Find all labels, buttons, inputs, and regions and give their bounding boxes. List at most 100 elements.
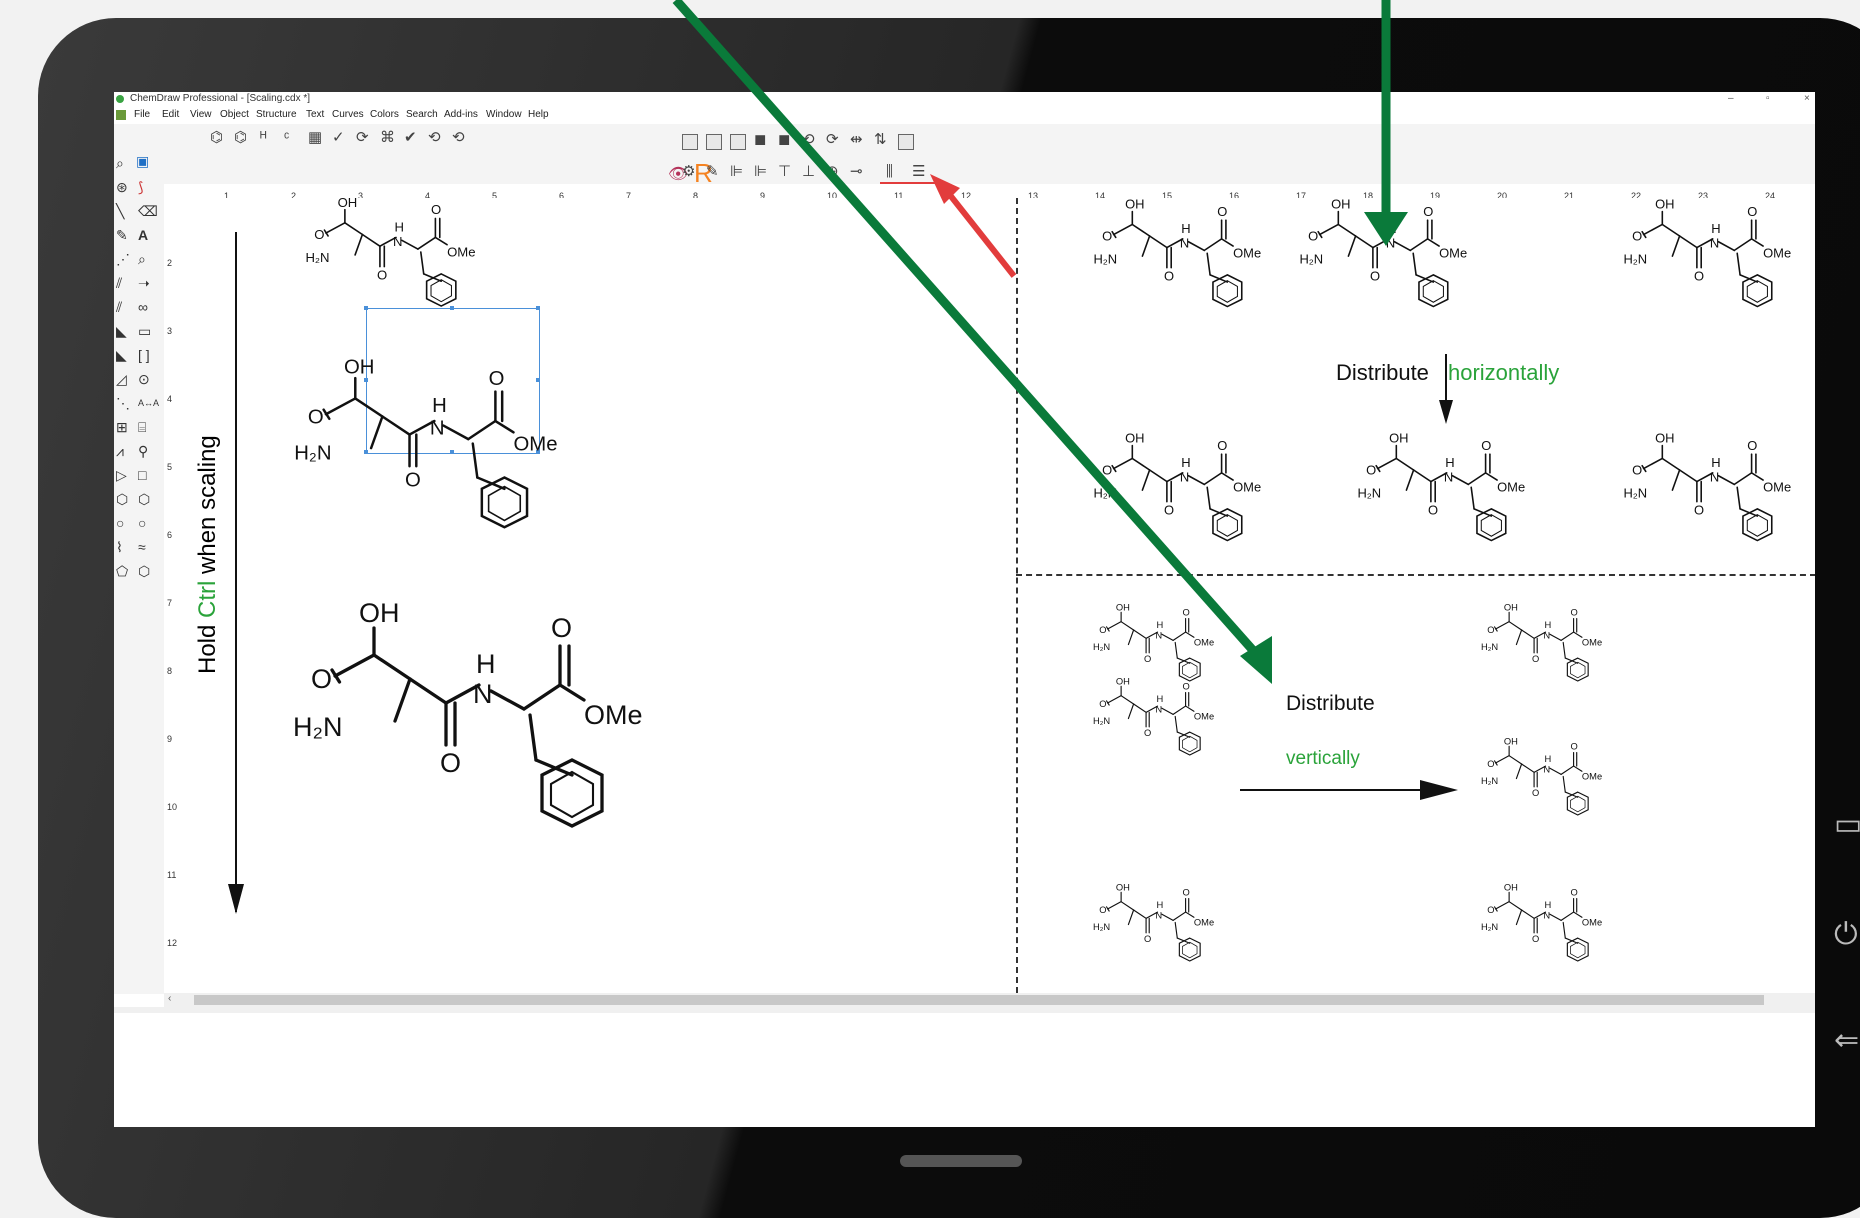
back-icon[interactable]: ⇐ bbox=[1834, 1024, 1860, 1057]
recent-apps-icon[interactable]: ▭ bbox=[1834, 808, 1860, 841]
horizontal-scrollbar[interactable]: ‹ bbox=[164, 993, 1815, 1007]
align-bottom-icon[interactable]: ⊥ bbox=[802, 163, 816, 180]
align-center-icon[interactable]: ⊕ bbox=[826, 163, 839, 180]
menu-window[interactable]: Window bbox=[486, 109, 522, 120]
ungroup-icon[interactable] bbox=[706, 134, 722, 150]
menu-curves[interactable]: Curves bbox=[332, 109, 364, 120]
atom-map-icon[interactable]: A↔A bbox=[138, 398, 160, 408]
reaction-icon[interactable]: ⟳ bbox=[356, 129, 369, 146]
benzene-icon[interactable]: ⬡ bbox=[138, 491, 151, 507]
maximize-button[interactable]: ▫ bbox=[1766, 93, 1770, 104]
tlc-icon[interactable]: ⚲ bbox=[138, 443, 149, 459]
eraser-icon[interactable]: ⌫ bbox=[138, 203, 158, 219]
selection-handle[interactable] bbox=[364, 450, 368, 454]
hexagon-icon[interactable]: ⬡ bbox=[116, 491, 129, 507]
c-nmr-icon[interactable]: ᶜ bbox=[284, 129, 290, 146]
chemical-symbol-icon[interactable]: ⊙ bbox=[138, 371, 150, 387]
join-icon[interactable] bbox=[730, 134, 746, 150]
align-right-icon[interactable]: ⊫ bbox=[754, 163, 768, 180]
menu-text[interactable]: Text bbox=[306, 109, 325, 120]
struct-name-icon[interactable]: ⌬ bbox=[210, 129, 224, 146]
power-icon[interactable]: ⏻ bbox=[1834, 918, 1858, 951]
close-button[interactable]: × bbox=[1804, 93, 1810, 104]
drawing-element-icon[interactable]: ▭ bbox=[138, 323, 152, 339]
query-icon[interactable]: ⌕ bbox=[138, 251, 146, 267]
dashed-bond-icon[interactable]: ⋰ bbox=[116, 251, 130, 267]
selection-handle[interactable] bbox=[364, 306, 368, 310]
selection-handle[interactable] bbox=[536, 306, 540, 310]
orbital-icon[interactable]: ∞ bbox=[138, 299, 148, 315]
bracket-icon[interactable]: [ ] bbox=[138, 347, 150, 363]
menu-search[interactable]: Search bbox=[406, 109, 438, 120]
group-icon[interactable] bbox=[682, 134, 698, 150]
hollow-wedge-icon[interactable]: ◿ bbox=[116, 371, 127, 387]
distribute-vertically-icon[interactable]: ☰ bbox=[912, 163, 926, 180]
spectrum-icon[interactable]: ⩘ bbox=[116, 443, 124, 459]
cyclopentadiene-icon[interactable]: ⬡ bbox=[138, 563, 151, 579]
minimize-button[interactable]: – bbox=[1728, 93, 1734, 104]
chair-icon[interactable]: ⌇ bbox=[116, 539, 123, 555]
send-back-icon[interactable]: ◼ bbox=[778, 131, 791, 148]
menu-edit[interactable]: Edit bbox=[162, 109, 180, 120]
menu-help[interactable]: Help bbox=[528, 109, 549, 120]
bond-icon[interactable]: ╲ bbox=[116, 203, 125, 219]
menu-addins[interactable]: Add-ins bbox=[444, 109, 478, 120]
chain-icon[interactable]: ⟆ bbox=[138, 179, 144, 195]
menu-file[interactable]: File bbox=[134, 109, 151, 120]
name-struct-icon[interactable]: ⌬ bbox=[234, 129, 248, 146]
table-icon[interactable]: ▦ bbox=[308, 129, 323, 146]
menu-colors[interactable]: Colors bbox=[370, 109, 399, 120]
square-icon[interactable]: □ bbox=[138, 467, 147, 483]
ring2-icon[interactable]: ⟲ bbox=[452, 129, 465, 146]
bring-front-icon[interactable]: ◼ bbox=[754, 131, 767, 148]
document-settings-icon[interactable] bbox=[898, 134, 914, 150]
selection-handle[interactable] bbox=[450, 306, 454, 310]
triangle-icon[interactable]: ▷ bbox=[116, 467, 127, 483]
align-left-icon[interactable]: ⊫ bbox=[730, 163, 744, 180]
menu-structure[interactable]: Structure bbox=[256, 109, 297, 120]
flip-icon[interactable]: ⟳ bbox=[826, 131, 839, 148]
check-structure-icon[interactable]: ✓ bbox=[332, 129, 345, 146]
marquee-icon[interactable]: ▣ bbox=[136, 153, 150, 169]
ring-icon[interactable]: ⟲ bbox=[428, 129, 441, 146]
pentagon-icon[interactable]: ⬠ bbox=[116, 563, 129, 579]
selection-handle[interactable] bbox=[536, 378, 540, 382]
wavy-bond-icon[interactable]: ⫽ bbox=[116, 299, 123, 315]
table-tool-icon[interactable]: ⊞ bbox=[116, 419, 128, 435]
align-top-icon[interactable]: ⊤ bbox=[778, 163, 792, 180]
analyze-icon[interactable]: ⌘ bbox=[380, 129, 395, 146]
scroll-left-icon[interactable]: ‹ bbox=[168, 993, 172, 1004]
h-nmr-icon[interactable]: ᴴ bbox=[260, 129, 267, 146]
edit-icon[interactable]: ✎ bbox=[706, 163, 719, 180]
template-icon[interactable]: ⌸ bbox=[138, 419, 147, 435]
lasso-icon[interactable]: ⌕ bbox=[116, 155, 124, 171]
hashed-bond-icon[interactable]: ⫽ bbox=[116, 275, 123, 291]
selection-handle[interactable] bbox=[536, 450, 540, 454]
menu-object[interactable]: Object bbox=[220, 109, 249, 120]
text-tool-icon[interactable]: A bbox=[138, 227, 149, 243]
settings-icon[interactable]: ⚙ bbox=[682, 163, 696, 180]
distribute-horizontally-icon[interactable]: ⫼ bbox=[886, 163, 893, 180]
wedge-bond-icon[interactable]: ◣ bbox=[116, 323, 127, 339]
pen-icon[interactable]: ✎ bbox=[116, 227, 128, 243]
tablet-home-button[interactable] bbox=[900, 1155, 1022, 1167]
clean-icon[interactable]: ✔ bbox=[404, 129, 417, 146]
chair2-icon[interactable]: ≈ bbox=[138, 539, 146, 555]
cyclohexane-icon[interactable]: ○ bbox=[116, 515, 125, 531]
multiple-bond-icon[interactable]: ⋱ bbox=[116, 395, 130, 411]
rotate-tool-icon[interactable]: ⊛ bbox=[116, 179, 128, 195]
